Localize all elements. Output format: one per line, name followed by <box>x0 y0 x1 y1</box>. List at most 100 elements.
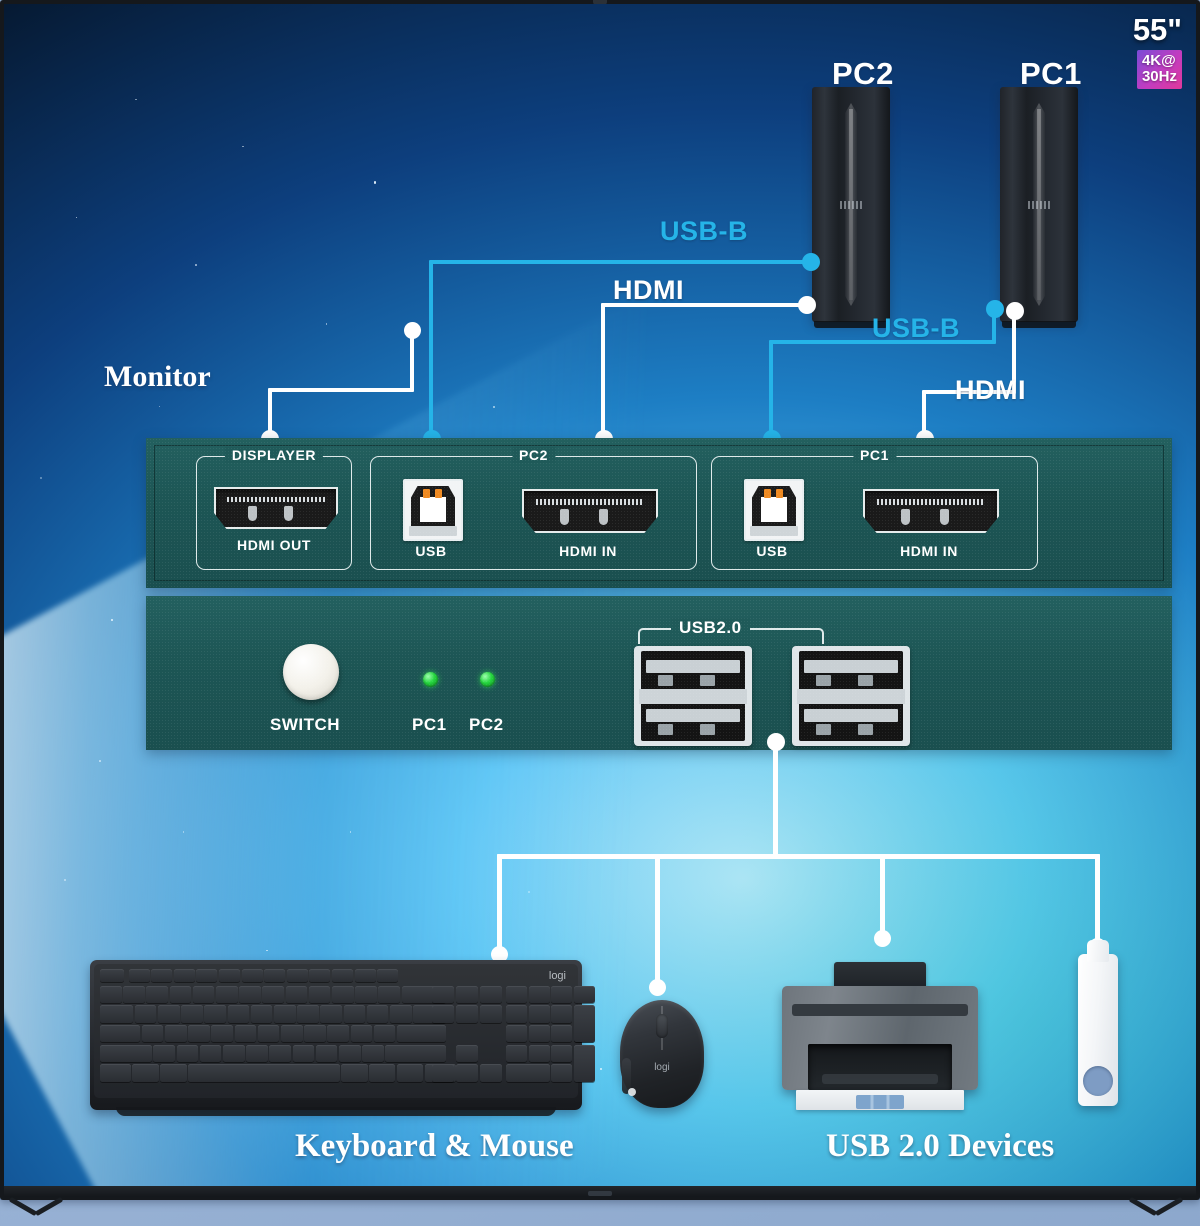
keyboard-key[interactable] <box>304 1025 326 1043</box>
keyboard-key[interactable] <box>480 1005 502 1023</box>
keyboard-key[interactable] <box>219 969 240 982</box>
keyboard-key[interactable] <box>551 986 572 1004</box>
keyboard-key[interactable] <box>397 1064 423 1082</box>
keyboard-key[interactable] <box>551 1005 572 1023</box>
keyboard-key[interactable] <box>332 969 353 982</box>
keyboard-key[interactable] <box>339 1045 361 1063</box>
keyboard-key[interactable] <box>293 1045 315 1063</box>
keyboard-key[interactable] <box>332 986 354 1004</box>
keyboard-key[interactable] <box>181 1005 203 1023</box>
keyboard-key[interactable] <box>251 1005 273 1023</box>
keyboard-key[interactable] <box>160 1064 186 1082</box>
keyboard-key[interactable] <box>165 1025 187 1043</box>
keyboard-key[interactable] <box>193 986 215 1004</box>
keyboard-key[interactable] <box>100 1045 152 1063</box>
keyboard-key[interactable] <box>196 969 217 982</box>
keyboard-key[interactable] <box>480 1064 502 1082</box>
keyboard-key[interactable] <box>188 1064 340 1082</box>
keyboard-key[interactable] <box>309 986 331 1004</box>
keyboard-key[interactable] <box>177 1045 199 1063</box>
keyboard-key[interactable] <box>158 1005 180 1023</box>
keyboard-key[interactable] <box>344 1005 366 1023</box>
keyboard-key[interactable] <box>170 986 192 1004</box>
keyboard-key[interactable] <box>456 1045 478 1063</box>
keyboard-key[interactable] <box>258 1025 280 1043</box>
keyboard-key[interactable] <box>385 1045 446 1063</box>
keyboard-key[interactable] <box>297 1005 319 1023</box>
keyboard-key[interactable] <box>574 1045 595 1082</box>
keyboard-key[interactable] <box>146 986 168 1004</box>
keyboard-key[interactable] <box>100 969 124 982</box>
keyboard-key[interactable] <box>239 986 261 1004</box>
keyboard-key[interactable] <box>432 1064 454 1082</box>
keyboard-key[interactable] <box>351 1025 373 1043</box>
keyboard-key[interactable] <box>432 1005 454 1023</box>
keyboard-key[interactable] <box>228 1005 250 1023</box>
keyboard-key[interactable] <box>129 969 150 982</box>
keyboard-key[interactable] <box>506 1045 527 1063</box>
keyboard-key[interactable] <box>367 1005 389 1023</box>
pc1-hdmi-in-port[interactable] <box>863 489 999 533</box>
keyboard-key[interactable] <box>174 969 195 982</box>
keyboard-key[interactable] <box>432 986 454 1004</box>
keyboard-key[interactable] <box>574 1005 595 1042</box>
usb-a-port-2[interactable] <box>792 646 910 746</box>
keyboard-key[interactable] <box>235 1025 257 1043</box>
keyboard-key[interactable] <box>100 1005 133 1023</box>
keyboard-key[interactable] <box>456 1005 478 1023</box>
keyboard-key[interactable] <box>341 1064 367 1082</box>
keyboard-key[interactable] <box>456 986 478 1004</box>
keyboard-key[interactable] <box>211 1025 233 1043</box>
keyboard-key[interactable] <box>123 986 145 1004</box>
keyboard-key[interactable] <box>200 1045 222 1063</box>
keyboard-key[interactable] <box>151 969 172 982</box>
keyboard-key[interactable] <box>262 986 284 1004</box>
keyboard-key[interactable] <box>374 1025 396 1043</box>
keyboard-key[interactable] <box>287 969 308 982</box>
keyboard-key[interactable] <box>506 1025 527 1043</box>
keyboard-key[interactable] <box>362 1045 384 1063</box>
keyboard-key[interactable] <box>551 1045 572 1063</box>
keyboard-key[interactable] <box>529 1005 550 1023</box>
pc2-usb-b-port[interactable] <box>403 479 463 541</box>
keyboard-key[interactable] <box>551 1064 572 1082</box>
keyboard-key[interactable] <box>223 1045 245 1063</box>
keyboard-key[interactable] <box>216 986 238 1004</box>
keyboard-key[interactable] <box>529 1025 550 1043</box>
keyboard-key[interactable] <box>153 1045 175 1063</box>
keyboard-key[interactable] <box>100 986 122 1004</box>
keyboard-key[interactable] <box>100 1025 140 1043</box>
keyboard-key[interactable] <box>369 1064 395 1082</box>
keyboard-key[interactable] <box>390 1005 412 1023</box>
keyboard-key[interactable] <box>355 986 377 1004</box>
keyboard-key[interactable] <box>316 1045 338 1063</box>
keyboard-key[interactable] <box>135 1005 157 1023</box>
keyboard-key[interactable] <box>281 1025 303 1043</box>
switch-button[interactable] <box>283 644 339 700</box>
keyboard-key[interactable] <box>574 986 595 1004</box>
keyboard-key[interactable] <box>480 986 502 1004</box>
keyboard-key[interactable] <box>309 969 330 982</box>
keyboard-key[interactable] <box>506 1005 527 1023</box>
keyboard-key[interactable] <box>242 969 263 982</box>
keyboard-key[interactable] <box>188 1025 210 1043</box>
pc2-hdmi-in-port[interactable] <box>522 489 658 533</box>
keyboard-key[interactable] <box>264 969 285 982</box>
keyboard-key[interactable] <box>506 986 527 1004</box>
keyboard-key[interactable] <box>377 969 398 982</box>
keyboard-key[interactable] <box>378 986 400 1004</box>
keyboard-key[interactable] <box>456 1064 478 1082</box>
keyboard-key[interactable] <box>397 1025 446 1043</box>
keyboard-key[interactable] <box>506 1064 550 1082</box>
keyboard-key[interactable] <box>286 986 308 1004</box>
keyboard-key[interactable] <box>142 1025 164 1043</box>
keyboard-key[interactable] <box>204 1005 226 1023</box>
hdmi-out-port[interactable] <box>214 487 338 529</box>
keyboard-key[interactable] <box>529 1045 550 1063</box>
keyboard-key[interactable] <box>269 1045 291 1063</box>
keyboard-key[interactable] <box>274 1005 296 1023</box>
keyboard-key[interactable] <box>551 1025 572 1043</box>
keyboard-key[interactable] <box>320 1005 342 1023</box>
pc1-usb-b-port[interactable] <box>744 479 804 541</box>
keyboard-key[interactable] <box>100 1064 131 1082</box>
